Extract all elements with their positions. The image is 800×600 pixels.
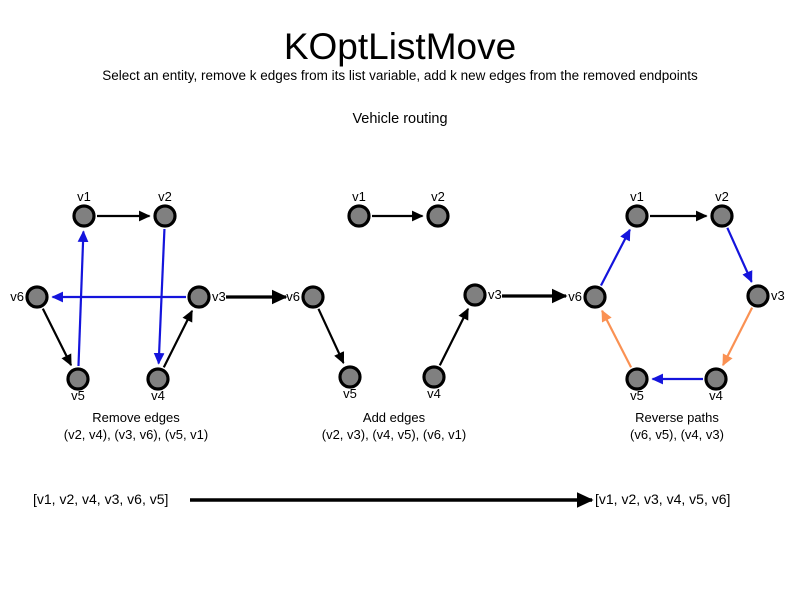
node-remove-v5[interactable]: v5 xyxy=(66,367,90,403)
node-reverse-v3[interactable]: v3 xyxy=(746,284,785,308)
edge-remove-v6-v5 xyxy=(41,308,73,367)
edge-remove-v4-v3 xyxy=(162,309,194,368)
node-circle[interactable] xyxy=(66,367,90,391)
edge-remove-v5-v1 xyxy=(77,230,89,367)
node-label-remove-v3: v3 xyxy=(212,289,226,304)
node-circle[interactable] xyxy=(301,285,325,309)
sequence-before-text: [v1, v2, v4, v3, v6, v5] xyxy=(33,491,169,507)
node-label-remove-v4: v4 xyxy=(151,388,165,403)
node-label-remove-v6: v6 xyxy=(10,289,24,304)
node-circle[interactable] xyxy=(422,365,446,389)
node-label-reverse-v4: v4 xyxy=(709,388,723,403)
node-circle[interactable] xyxy=(463,283,487,307)
node-circle[interactable] xyxy=(146,367,170,391)
node-remove-v4[interactable]: v4 xyxy=(146,367,170,403)
node-remove-v3[interactable]: v3 xyxy=(187,285,226,309)
edge-reverse-v2-v3 xyxy=(726,227,753,283)
node-add-v4[interactable]: v4 xyxy=(422,365,446,401)
node-circle[interactable] xyxy=(153,204,177,228)
node-reverse-v4[interactable]: v4 xyxy=(704,367,728,403)
node-circle[interactable] xyxy=(704,367,728,391)
node-label-remove-v5: v5 xyxy=(71,388,85,403)
page-title: KOptListMove xyxy=(283,26,517,67)
section-label: Vehicle routing xyxy=(352,111,448,127)
panel-caption-detail-remove: (v2, v4), (v3, v6), (v5, v1) xyxy=(63,427,209,442)
panel-caption-detail-add: (v2, v3), (v4, v5), (v6, v1) xyxy=(321,427,467,442)
node-reverse-v6[interactable]: v6 xyxy=(568,285,607,309)
sequence-after-text: [v1, v2, v3, v4, v5, v6] xyxy=(595,491,731,507)
node-label-reverse-v3: v3 xyxy=(771,288,785,303)
node-add-v3[interactable]: v3 xyxy=(463,283,502,307)
panel-caption-remove: Remove edges (v2, v4), (v3, v6), (v5, v1) xyxy=(0,409,296,443)
node-label-add-v4: v4 xyxy=(427,386,441,401)
panel-caption-title-add: Add edges xyxy=(362,410,426,425)
nodes-layer: v1 v2 v3 v4 v5 v6 v1 v2 v3 v4 v5 v6 v1 v2 v3 v4 v5 v6 xyxy=(10,189,784,403)
node-label-reverse-v2: v2 xyxy=(715,189,729,204)
node-label-add-v5: v5 xyxy=(343,386,357,401)
node-reverse-v1[interactable]: v1 xyxy=(625,189,649,228)
node-label-remove-v1: v1 xyxy=(77,189,91,204)
panel-caption-reverse: Reverse paths (v6, v5), (v4, v3) xyxy=(517,409,800,443)
node-add-v1[interactable]: v1 xyxy=(347,189,371,228)
node-reverse-v2[interactable]: v2 xyxy=(710,189,734,228)
edge-add-v4-v3 xyxy=(438,307,470,366)
node-circle[interactable] xyxy=(72,204,96,228)
edge-add-v6-v5 xyxy=(317,308,345,364)
page-subtitle: Select an entity, remove k edges from it… xyxy=(102,68,698,83)
node-label-reverse-v1: v1 xyxy=(630,189,644,204)
node-circle[interactable] xyxy=(187,285,211,309)
edge-reverse-v6-v1 xyxy=(600,228,631,286)
node-label-add-v1: v1 xyxy=(352,189,366,204)
edge-reverse-v5-v6 xyxy=(601,309,633,368)
node-add-v2[interactable]: v2 xyxy=(426,189,450,228)
node-circle[interactable] xyxy=(347,204,371,228)
panel-caption-add: Add edges (v2, v3), (v4, v5), (v6, v1) xyxy=(234,409,554,443)
node-circle[interactable] xyxy=(625,204,649,228)
connectors-layer xyxy=(226,288,568,305)
node-label-add-v2: v2 xyxy=(431,189,445,204)
node-circle[interactable] xyxy=(338,365,362,389)
edge-reverse-v3-v4 xyxy=(722,307,754,367)
node-label-reverse-v5: v5 xyxy=(630,388,644,403)
node-circle[interactable] xyxy=(710,204,734,228)
edges-layer xyxy=(41,210,754,385)
node-remove-v6[interactable]: v6 xyxy=(10,285,49,309)
node-label-remove-v2: v2 xyxy=(158,189,172,204)
node-circle[interactable] xyxy=(746,284,770,308)
node-label-reverse-v6: v6 xyxy=(568,289,582,304)
panel-caption-detail-reverse: (v6, v5), (v4, v3) xyxy=(630,427,724,442)
node-add-v5[interactable]: v5 xyxy=(338,365,362,401)
node-remove-v1[interactable]: v1 xyxy=(72,189,96,228)
node-circle[interactable] xyxy=(583,285,607,309)
node-label-add-v3: v3 xyxy=(488,287,502,302)
panel-caption-title-remove: Remove edges xyxy=(92,410,180,425)
node-remove-v2[interactable]: v2 xyxy=(153,189,177,228)
node-label-add-v6: v6 xyxy=(286,289,300,304)
node-circle[interactable] xyxy=(625,367,649,391)
node-reverse-v5[interactable]: v5 xyxy=(625,367,649,403)
node-circle[interactable] xyxy=(426,204,450,228)
node-circle[interactable] xyxy=(25,285,49,309)
node-add-v6[interactable]: v6 xyxy=(286,285,325,309)
panel-caption-title-reverse: Reverse paths xyxy=(635,410,719,425)
